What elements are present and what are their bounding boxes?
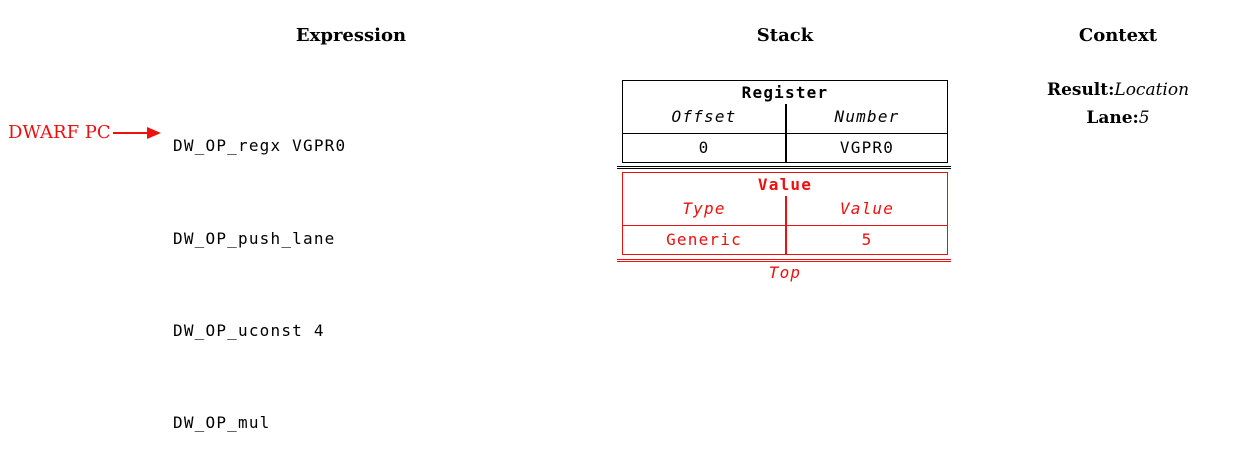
arrow-right-icon [112,127,161,139]
context-lane-field: Lane:5 [1018,104,1218,132]
stack-column-title: Stack [756,25,814,46]
value-value-value: 5 [785,225,947,254]
context-lane-value: 5 [1138,108,1150,128]
context-fields: Result:Location Lane:5 [1018,76,1218,132]
expression-column-title: Expression [295,25,407,46]
stack-top-separator [617,259,951,262]
stack-slot-separator [617,166,951,169]
stack-entry-kind: Register [741,83,829,102]
stack-entry-kind: Value [757,175,813,194]
context-column-title: Context [1078,25,1158,46]
expression-op-list: DW_OP_regx VGPR0 DW_OP_push_lane DW_OP_u… [173,70,346,468]
expression-op: DW_OP_mul [173,412,271,432]
value-type-header: Type [682,199,726,218]
register-number-value: VGPR0 [785,133,947,162]
expression-op: DW_OP_uconst 4 [173,320,325,340]
stack-entry-register: Register Offset Number 0 VGPR0 [622,80,948,163]
context-result-value: Location [1114,80,1190,100]
dwarf-pc-indicator: DWARF PC [8,121,161,145]
expression-op: DW_OP_push_lane [173,228,336,248]
context-result-field: Result:Location [1018,76,1218,104]
stack-entry-value: Value Type Value Generic 5 [622,172,948,255]
register-offset-header: Offset [671,107,737,126]
register-number-header: Number [785,104,947,133]
context-result-label: Result: [1046,80,1115,100]
register-offset-value: 0 [623,133,785,162]
stack-top-label: Top [768,263,802,282]
expression-op: DW_OP_regx VGPR0 [173,136,347,156]
context-lane-label: Lane: [1086,108,1139,128]
value-type-value: Generic [623,225,785,254]
dwarf-pc-label: DWARF PC [8,122,111,143]
value-value-header: Value [785,196,947,225]
